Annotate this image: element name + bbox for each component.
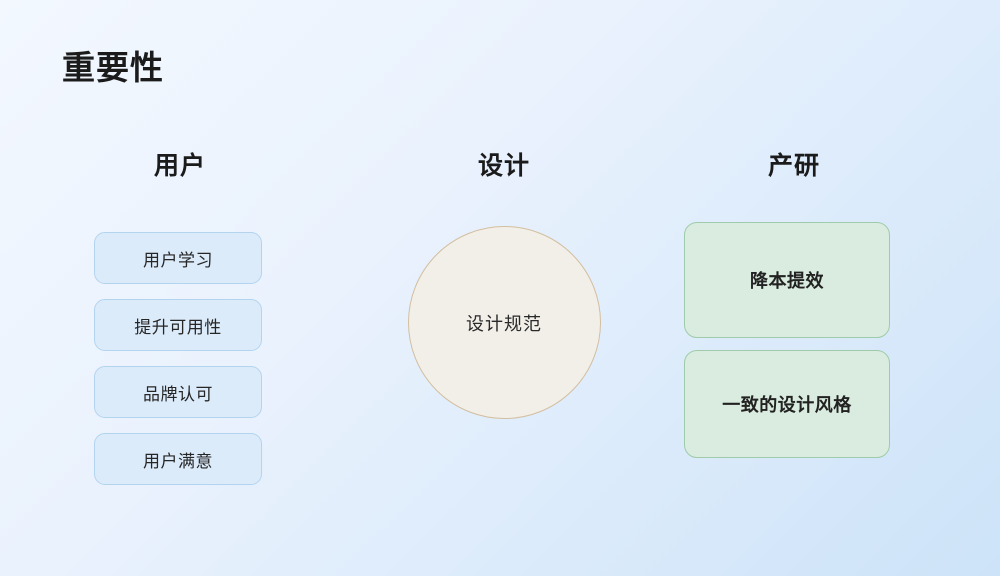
column-product: 产研 降本提效 一致的设计风格	[670, 150, 910, 458]
user-card[interactable]: 提升可用性	[94, 299, 262, 351]
column-design: 设计 设计规范	[380, 150, 620, 419]
product-card[interactable]: 一致的设计风格	[684, 350, 890, 458]
column-user: 用户 用户学习 提升可用性 品牌认可 用户满意	[60, 150, 300, 485]
user-card[interactable]: 品牌认可	[94, 366, 262, 418]
design-circle-wrap: 设计规范	[380, 226, 620, 419]
product-card-list: 降本提效 一致的设计风格	[670, 222, 910, 458]
design-standard-circle[interactable]: 设计规范	[407, 226, 601, 419]
design-circle-label: 设计规范	[466, 313, 542, 334]
page-title: 重要性	[62, 49, 164, 86]
user-card[interactable]: 用户满意	[94, 433, 262, 485]
product-card-label: 一致的设计风格	[722, 395, 852, 415]
column-header-user: 用户	[153, 152, 206, 180]
user-card-label: 品牌认可	[143, 384, 213, 404]
product-card-label: 降本提效	[750, 271, 824, 291]
user-card[interactable]: 用户学习	[94, 232, 262, 284]
column-header-design: 设计	[477, 152, 530, 180]
column-header-product: 产研	[767, 152, 820, 180]
user-card-list: 用户学习 提升可用性 品牌认可 用户满意	[60, 232, 300, 485]
user-card-label: 用户学习	[143, 250, 213, 270]
user-card-label: 用户满意	[143, 451, 213, 471]
product-card[interactable]: 降本提效	[684, 222, 890, 338]
user-card-label: 提升可用性	[134, 317, 222, 337]
